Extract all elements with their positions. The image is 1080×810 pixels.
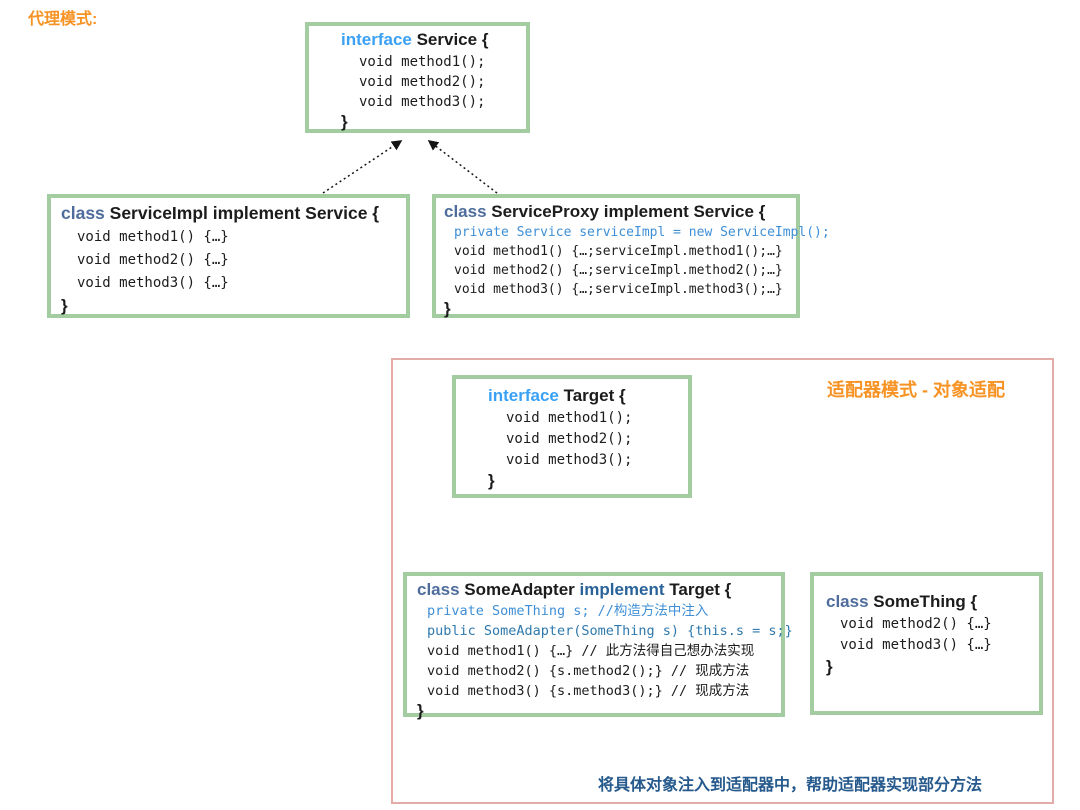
keyword-class: class	[444, 202, 492, 221]
target-interface-box: interface Target { void method1(); void …	[452, 375, 692, 498]
inheritance-arrow-serviceimpl	[322, 140, 403, 194]
service-interface-box: interface Service { void method1(); void…	[305, 22, 530, 133]
code-line: void method3() {…}	[840, 637, 992, 653]
closing-brace: }	[444, 299, 451, 318]
closing-brace: }	[61, 296, 68, 315]
constructor-line: public SomeAdapter(SomeThing s) {this.s …	[427, 623, 793, 639]
adapter-pattern-label: 适配器模式 - 对象适配	[827, 380, 1005, 400]
field-line: private SomeThing s; //构造方法中注入	[427, 603, 709, 619]
some-thing-box: class SomeThing { void method2() {…} voi…	[810, 572, 1043, 715]
code-line: void method3();	[359, 94, 486, 110]
inheritance-arrow-serviceproxy	[427, 140, 498, 194]
type-name: SomeAdapter	[464, 580, 580, 599]
closing-brace: }	[826, 657, 833, 676]
code-line: void method1() {…} // 此方法得自己想办法实现	[427, 643, 755, 659]
injection-caption: 将具体对象注入到适配器中，帮助适配器实现部分方法	[598, 777, 983, 794]
field-line: private Service serviceImpl = new Servic…	[454, 225, 830, 240]
box-header: class ServiceImpl implement Service {	[61, 201, 406, 226]
code-line: void method1();	[506, 410, 633, 426]
some-adapter-box: class SomeAdapter implement Target { pri…	[403, 572, 793, 720]
closing-brace: }	[417, 701, 424, 720]
type-name: SomeThing {	[873, 592, 978, 611]
code-line: void method3() {…;serviceImpl.method3();…	[454, 282, 783, 297]
box-header: interface Target {	[488, 383, 688, 408]
closing-brace: }	[488, 471, 495, 490]
code-line: void method1() {…}	[77, 229, 229, 245]
closing-brace: }	[341, 112, 348, 131]
code-line: void method3();	[506, 452, 633, 468]
code-line: void method2() {…}	[77, 252, 229, 268]
box-header: class SomeThing {	[826, 590, 1039, 614]
box-header: interface Service {	[341, 28, 526, 52]
proxy-pattern-label: 代理模式:	[28, 11, 98, 28]
box-header: class SomeAdapter implement Target {	[417, 578, 781, 601]
type-name: Service {	[416, 30, 489, 49]
code-line: void method2();	[359, 74, 486, 90]
code-line: void method2();	[506, 431, 633, 447]
service-proxy-box: class ServiceProxy implement Service { p…	[432, 194, 830, 318]
type-name: Target {	[563, 386, 626, 405]
box-header: class ServiceProxy implement Service {	[444, 200, 796, 223]
code-line: void method2() {…}	[840, 616, 992, 632]
code-line: void method1();	[359, 54, 486, 70]
code-line: void method2() {…;serviceImpl.method2();…	[454, 263, 783, 278]
keyword-interface: interface	[488, 386, 564, 405]
code-line: void method3() {s.method3();} // 现成方法	[427, 683, 750, 699]
type-name: Target {	[669, 580, 732, 599]
code-line: void method2() {s.method2();} // 现成方法	[427, 663, 750, 679]
keyword-implement: implement	[579, 580, 670, 599]
type-name: ServiceProxy implement Service {	[491, 202, 766, 221]
keyword-class: class	[826, 592, 874, 611]
keyword-class: class	[61, 203, 110, 223]
keyword-class: class	[417, 580, 465, 599]
type-name: ServiceImpl implement Service {	[109, 203, 380, 223]
code-line: void method1() {…;serviceImpl.method1();…	[454, 244, 783, 259]
keyword-interface: interface	[341, 30, 417, 49]
code-line: void method3() {…}	[77, 275, 229, 291]
service-impl-box: class ServiceImpl implement Service { vo…	[47, 194, 410, 318]
